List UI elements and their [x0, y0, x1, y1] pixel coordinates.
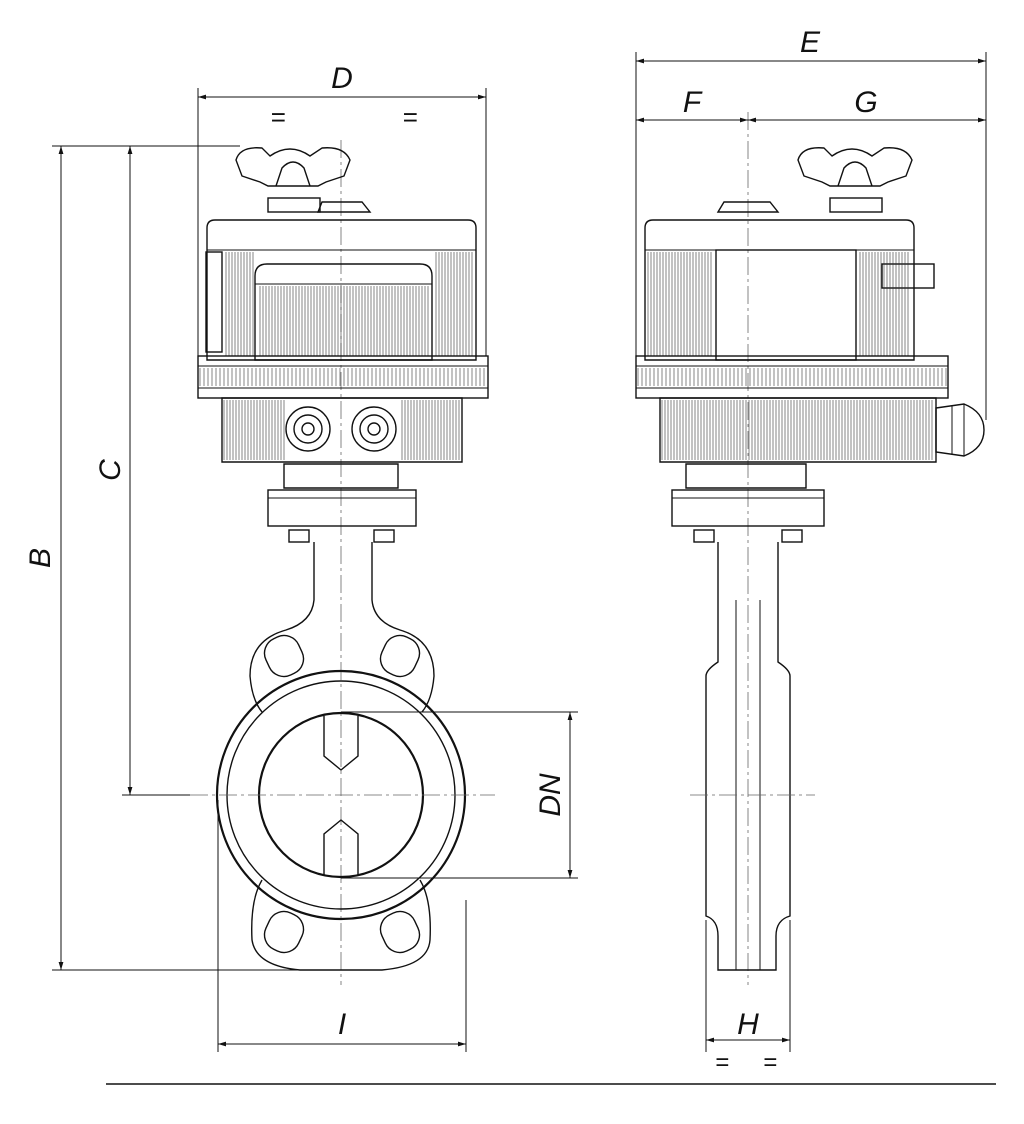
actuator-housing-side	[635, 219, 985, 527]
dim-label-i: I	[338, 1008, 346, 1041]
equal-mark-h-right: =	[763, 1049, 777, 1076]
dimension-lines	[52, 52, 996, 1085]
side-view	[635, 112, 985, 985]
dim-label-b: B	[24, 548, 57, 568]
actuator-housing-front	[197, 219, 489, 527]
dim-label-dn: DN	[534, 773, 567, 817]
valve-body-side	[693, 529, 803, 971]
equal-mark-left: =	[270, 102, 285, 132]
dim-label-e: E	[800, 26, 821, 59]
dim-label-f: F	[683, 86, 703, 119]
handwheel-front	[235, 147, 372, 213]
dim-label-h: H	[737, 1008, 759, 1041]
front-view	[190, 140, 495, 985]
dim-label-d: D	[331, 62, 353, 95]
equal-mark-right: =	[402, 102, 417, 132]
equal-mark-h-left: =	[715, 1049, 729, 1076]
dim-label-c: C	[94, 459, 127, 481]
handwheel-side	[716, 147, 913, 213]
dim-label-g: G	[854, 86, 877, 119]
